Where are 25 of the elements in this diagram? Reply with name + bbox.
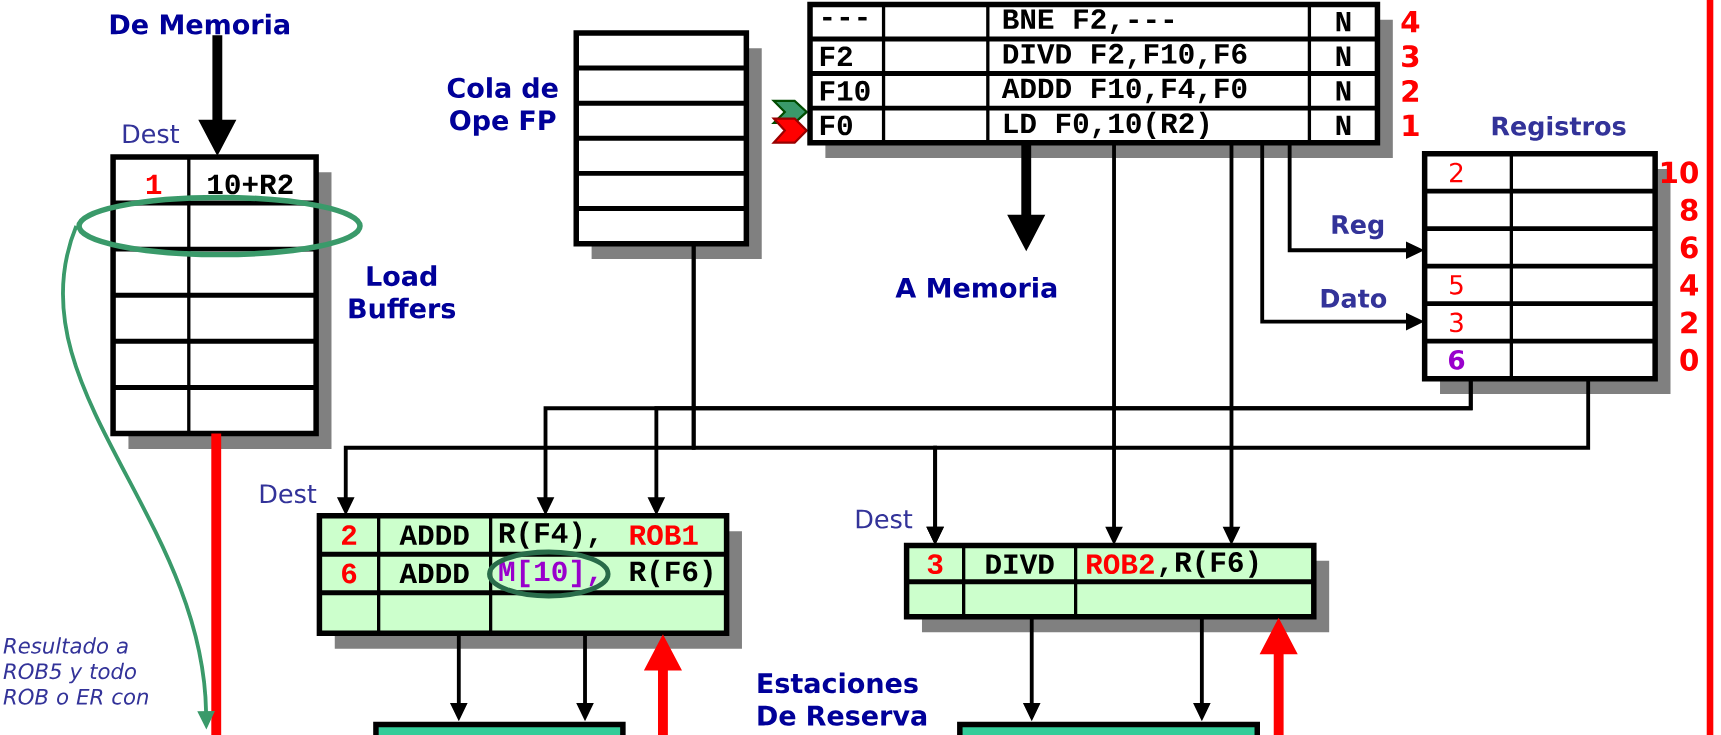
column-header: Dest: [856, 509, 913, 529]
functional-unit-box: [373, 721, 626, 735]
column-header: Dest: [123, 124, 180, 144]
row-number: 3: [1402, 44, 1419, 68]
row-number: 4: [1680, 274, 1699, 296]
row-number: 8: [1680, 198, 1698, 221]
heading-label: A Memoria: [895, 276, 1057, 298]
connector-line: [211, 433, 222, 735]
row-number: 0: [1680, 348, 1698, 371]
row-number: 10: [1661, 161, 1698, 184]
note-text: Resultado a ROB5 y todo ROB o ER con: [3, 637, 148, 705]
row-number: 2: [1402, 79, 1419, 102]
heading-label: Estaciones De Reserva: [758, 672, 927, 726]
edge-label: Dato: [1316, 285, 1391, 312]
edge-label: Reg: [1326, 211, 1389, 243]
row-number: 4: [1401, 10, 1420, 33]
heading-label: Cola de Ope FP: [447, 77, 558, 136]
heading-label: De Memoria: [110, 13, 289, 35]
heading-label: Registros: [1492, 115, 1626, 141]
row-number: 2: [1681, 311, 1697, 334]
functional-unit-box: [957, 721, 1260, 735]
column-header: Dest: [260, 484, 317, 504]
row-number: 6: [1680, 236, 1698, 259]
row-number: 1: [1403, 114, 1419, 136]
heading-label: Load Buffers: [349, 265, 456, 319]
